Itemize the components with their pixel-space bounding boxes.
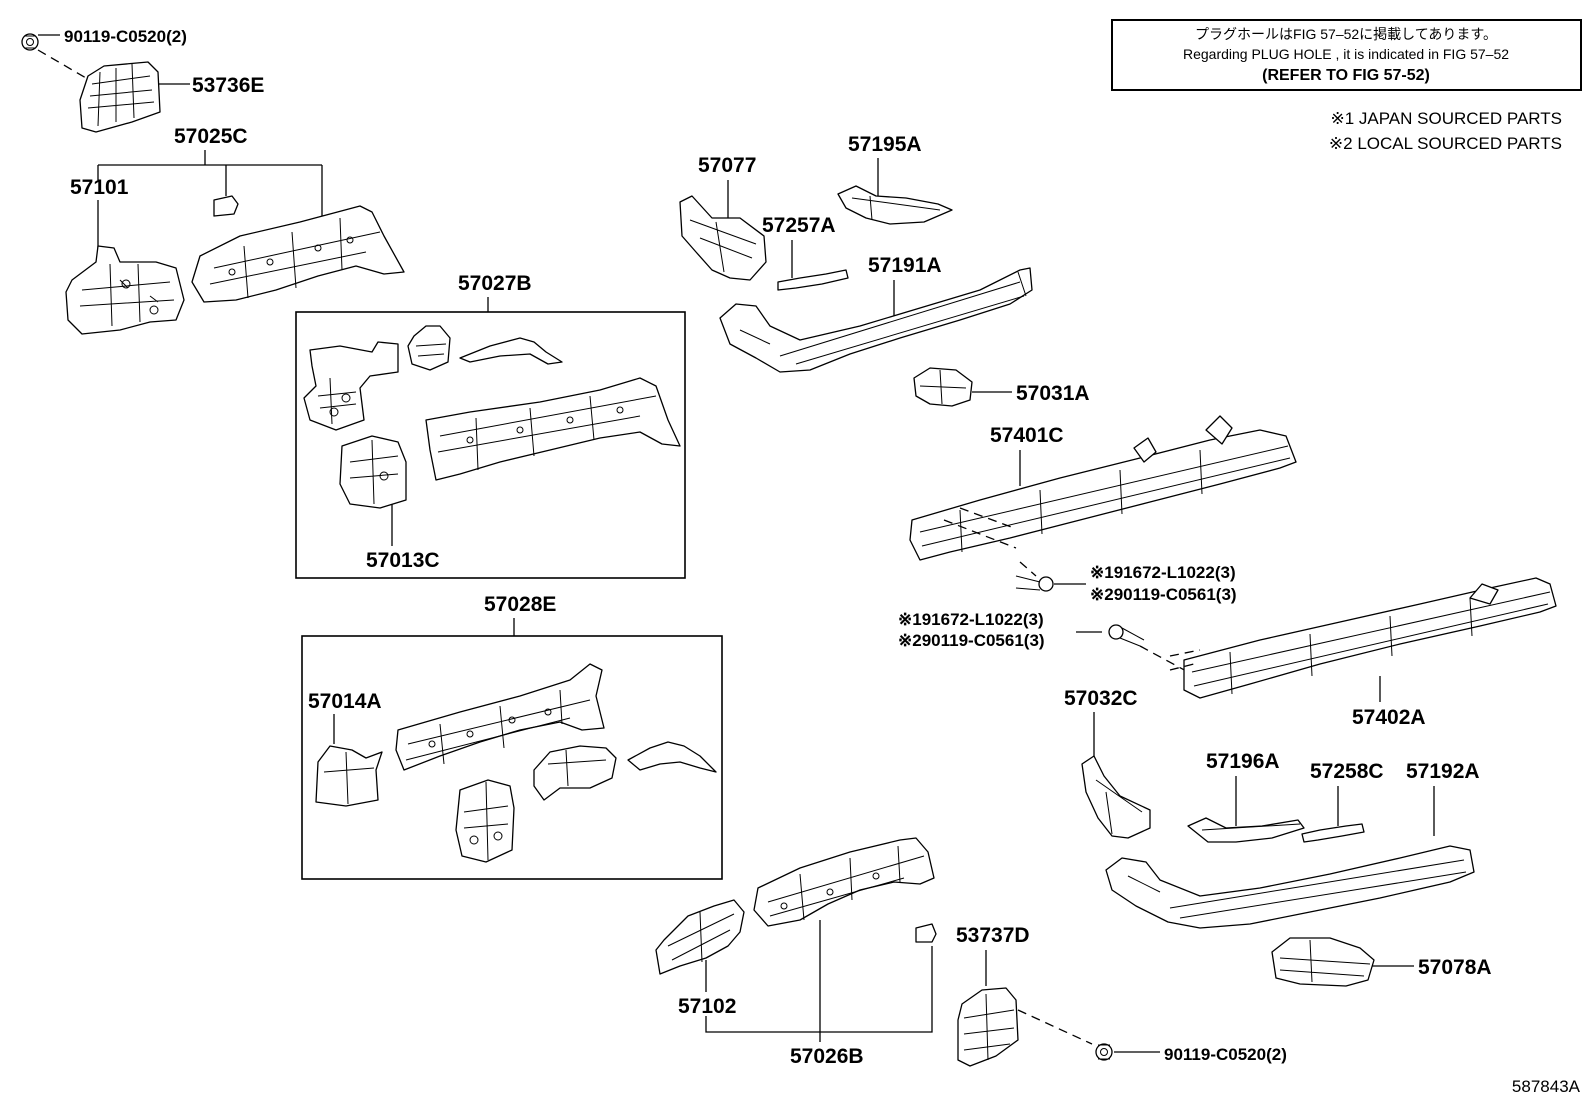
label-90119-c0520-top[interactable]: 90119-C0520(2)	[64, 27, 187, 46]
label-57192a[interactable]: 57192A	[1406, 760, 1480, 783]
part-57102-icon	[655, 899, 745, 975]
part-57027b-gusset-icon	[407, 325, 451, 371]
label-57196a[interactable]: 57196A	[1206, 750, 1280, 773]
part-53737d-icon	[957, 987, 1019, 1067]
part-57028e-apron-icon	[395, 663, 605, 771]
part-57026b-panel-icon	[753, 837, 935, 927]
note-line-3: (REFER TO FIG 57-52)	[1262, 67, 1430, 84]
label-57401c[interactable]: 57401C	[990, 424, 1064, 447]
note-box: プラグホールはFIG 57–52に掲載してあります。 Regarding PLU…	[1111, 19, 1582, 91]
label-bolt-a-japan[interactable]: ※191672-L1022(3)	[1090, 563, 1236, 582]
part-57028e-bracket-icon	[533, 745, 617, 801]
label-57258c[interactable]: 57258C	[1310, 760, 1384, 783]
label-53736e[interactable]: 53736E	[192, 74, 264, 97]
label-57102[interactable]: 57102	[678, 995, 736, 1018]
label-90119-c0520-bottom[interactable]: 90119-C0520(2)	[1164, 1045, 1287, 1064]
part-57028e-mount-icon	[455, 779, 515, 863]
part-57014a-icon	[315, 745, 383, 807]
label-57027b[interactable]: 57027B	[458, 272, 532, 295]
part-57402a-icon	[1183, 577, 1557, 699]
label-57014a[interactable]: 57014A	[308, 690, 382, 713]
figure-id: 587843A	[1512, 1077, 1581, 1096]
note-line-1: プラグホールはFIG 57–52に掲載してあります。	[1195, 26, 1497, 42]
part-57027b-strip-icon	[459, 337, 563, 365]
part-57078a-icon	[1271, 937, 1375, 987]
part-57192a-icon	[1105, 845, 1475, 929]
label-57025c[interactable]: 57025C	[174, 125, 248, 148]
label-57402a[interactable]: 57402A	[1352, 706, 1426, 729]
legend-local-sourced: ※2 LOCAL SOURCED PARTS	[1329, 134, 1562, 153]
label-bolt-a-local[interactable]: ※290119-C0561(3)	[1090, 585, 1237, 604]
note-line-2: Regarding PLUG HOLE , it is indicated in…	[1183, 46, 1509, 62]
label-57077[interactable]: 57077	[698, 154, 756, 177]
part-57195a-icon	[837, 185, 953, 225]
legend-japan-sourced: ※1 JAPAN SOURCED PARTS	[1330, 109, 1562, 128]
part-57025c-panel-icon	[191, 205, 405, 303]
label-bolt-b-local[interactable]: ※290119-C0561(3)	[898, 631, 1045, 650]
small-clip-57026b-icon	[915, 923, 937, 943]
box-57028e	[301, 635, 723, 880]
label-57195a[interactable]: 57195A	[848, 133, 922, 156]
part-57401c-icon	[909, 415, 1297, 561]
label-57101[interactable]: 57101	[70, 176, 129, 199]
label-57026b[interactable]: 57026B	[790, 1045, 864, 1068]
part-57191a-icon	[719, 267, 1033, 373]
part-57013c-icon	[339, 435, 407, 509]
label-57013c[interactable]: 57013C	[366, 549, 440, 572]
part-57032c-icon	[1081, 755, 1151, 839]
label-57028e[interactable]: 57028E	[484, 593, 556, 616]
label-57031a[interactable]: 57031A	[1016, 382, 1090, 405]
label-bolt-b-japan[interactable]: ※191672-L1022(3)	[898, 610, 1044, 629]
box-57027b	[295, 311, 686, 579]
bolt-b-icon	[1108, 624, 1145, 647]
bolt-a-icon	[1015, 575, 1054, 592]
part-53736e-icon	[79, 61, 161, 133]
part-57028e-strip-icon	[627, 741, 717, 773]
part-57101-icon	[65, 245, 185, 335]
label-57257a[interactable]: 57257A	[762, 214, 836, 237]
label-53737d[interactable]: 53737D	[956, 924, 1030, 947]
small-clip-57025c-icon	[213, 195, 239, 217]
bolt-90119-c0520-bottom-icon	[1095, 1043, 1113, 1061]
part-57027b-apron-icon	[425, 377, 681, 481]
part-57258c-icon	[1301, 823, 1365, 843]
part-57257a-icon	[777, 269, 849, 291]
bolt-90119-c0520-top-icon	[21, 33, 39, 51]
part-57077-icon	[679, 195, 767, 281]
part-57196a-icon	[1187, 817, 1305, 843]
label-57078a[interactable]: 57078A	[1418, 956, 1492, 979]
part-57031a-icon	[913, 367, 973, 407]
label-57191a[interactable]: 57191A	[868, 254, 942, 277]
part-57027b-bracket-icon	[303, 341, 399, 431]
label-57032c[interactable]: 57032C	[1064, 687, 1138, 710]
